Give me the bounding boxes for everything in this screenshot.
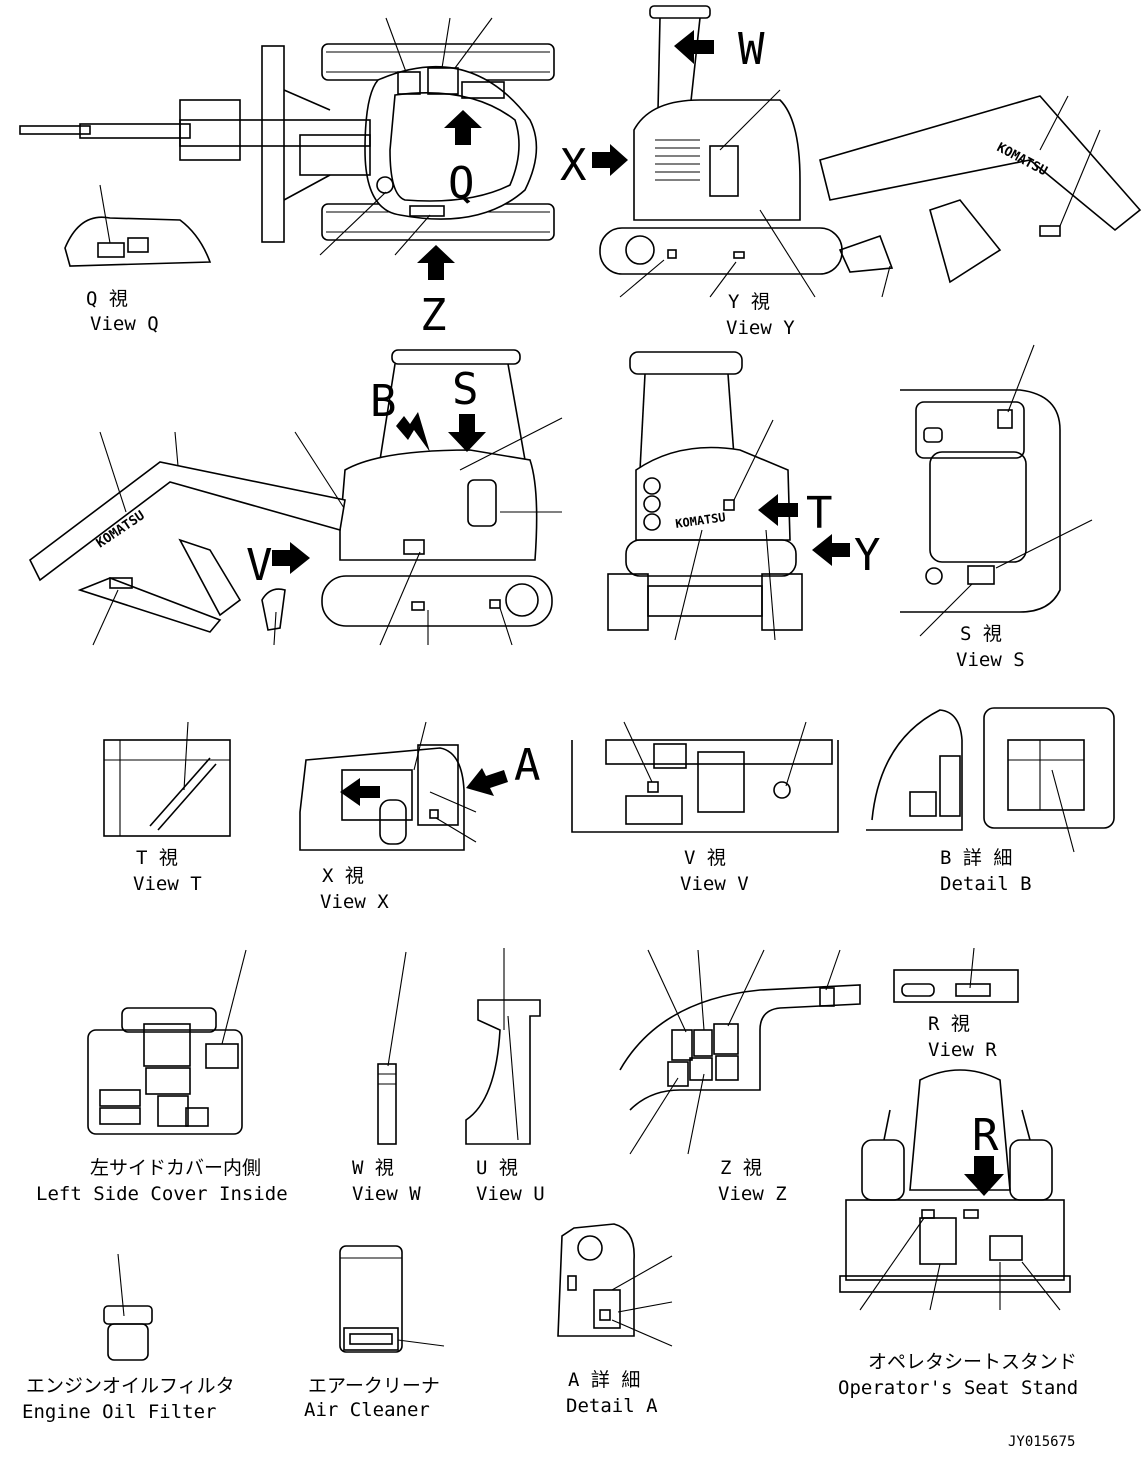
caption-view-r-jp: R 視 — [928, 1013, 970, 1035]
letter-q: Q — [448, 158, 475, 209]
caption-view-v-jp: V 視 — [684, 847, 726, 869]
left-side-cover-inside: 左サイドカバー内側 Left Side Cover Inside — [36, 949, 288, 1205]
caption-view-s-en: View S — [956, 649, 1025, 671]
caption-detail-a-en: Detail A — [566, 1395, 658, 1417]
letter-s: S — [452, 364, 479, 415]
drawing-number: JY015675 — [1008, 1434, 1075, 1450]
letter-y: Y — [854, 530, 881, 581]
view-t: T 視 View T — [103, 721, 231, 895]
brand-logo-rear: KOMATSU — [674, 510, 726, 531]
letter-a: A — [514, 740, 541, 791]
caption-view-u-jp: U 視 — [476, 1157, 518, 1179]
view-z: Z 視 View Z — [619, 949, 861, 1205]
caption-view-v-en: View V — [680, 873, 749, 895]
caption-view-z-jp: Z 視 — [720, 1157, 762, 1179]
caption-view-q-en: View Q — [90, 313, 159, 335]
engine-oil-filter: エンジンオイルフィルタ Engine Oil Filter — [22, 1253, 235, 1423]
caption-lsc-jp: 左サイドカバー内側 — [90, 1157, 261, 1179]
caption-eof-en: Engine Oil Filter — [22, 1401, 216, 1423]
caption-view-u-en: View U — [476, 1183, 545, 1205]
detail-b: B 詳 細 Detail B — [866, 707, 1115, 895]
air-cleaner: エアークリーナ Air Cleaner — [304, 1245, 445, 1421]
letter-z: Z — [420, 290, 447, 341]
view-u: U 視 View U — [465, 948, 545, 1205]
side-view-left: KOMATSU B S V — [28, 349, 563, 646]
letter-b: B — [370, 376, 397, 427]
caption-detail-a-jp: A 詳 細 — [568, 1369, 640, 1391]
caption-view-w-en: View W — [352, 1183, 421, 1205]
caption-view-x-jp: X 視 — [322, 865, 364, 887]
caption-oss-jp: オペレタシートスタンド — [868, 1351, 1077, 1373]
detail-a: A 詳 細 Detail A — [557, 1223, 673, 1417]
caption-detail-b-en: Detail B — [940, 873, 1032, 895]
caption-view-t-en: View T — [133, 873, 202, 895]
letter-r: R — [972, 1110, 999, 1161]
caption-view-z-en: View Z — [718, 1183, 787, 1205]
caption-lsc-en: Left Side Cover Inside — [36, 1183, 288, 1205]
side-view-y: KOMATSU W X Y 視 View Y — [560, 5, 1142, 339]
caption-view-q-jp: Q 視 — [86, 288, 128, 310]
caption-view-y-en: View Y — [726, 317, 795, 339]
caption-view-y-jp: Y 視 — [728, 291, 770, 313]
caption-eof-jp: エンジンオイルフィルタ — [26, 1375, 235, 1397]
caption-ac-en: Air Cleaner — [304, 1399, 430, 1421]
caption-detail-b-jp: B 詳 細 — [940, 847, 1012, 869]
caption-view-w-jp: W 視 — [352, 1157, 394, 1179]
letter-x: X — [560, 140, 587, 191]
view-r: R 視 View R — [893, 947, 1019, 1061]
view-v: V 視 View V — [571, 721, 839, 895]
caption-ac-jp: エアークリーナ — [308, 1375, 440, 1397]
caption-view-s-jp: S 視 — [960, 623, 1002, 645]
caption-view-r-en: View R — [928, 1039, 997, 1061]
top-view-machine: Q Z — [19, 17, 555, 341]
caption-view-t-jp: T 視 — [136, 847, 178, 869]
view-x: A X 視 View X — [299, 721, 541, 913]
caption-view-x-en: View X — [320, 891, 389, 913]
caption-oss-en: Operator's Seat Stand — [838, 1377, 1078, 1399]
view-w: W 視 View W — [352, 951, 421, 1205]
letter-w: W — [738, 24, 765, 75]
view-s: S 視 View S — [900, 344, 1093, 671]
rear-view: KOMATSU T Y — [607, 351, 881, 641]
view-q-part: Q 視 View Q — [64, 184, 212, 335]
letter-v: V — [246, 540, 273, 591]
operators-seat-stand: R オペレタシートスタンド Operator's Seat Stand — [838, 1069, 1078, 1399]
letter-t: T — [806, 488, 833, 539]
